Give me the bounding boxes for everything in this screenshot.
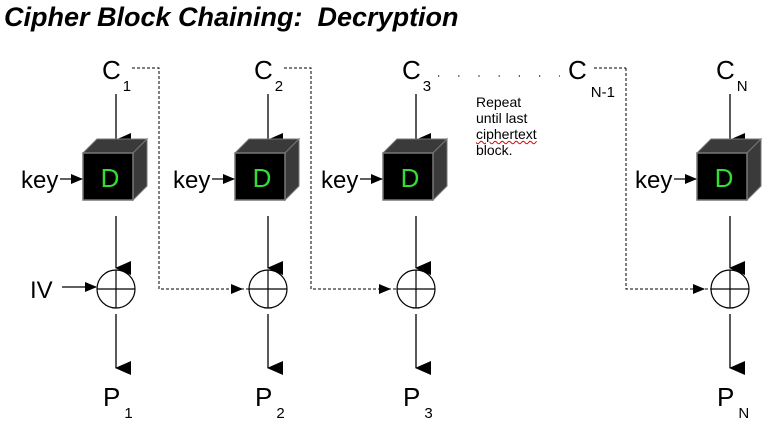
note-line: until last	[476, 110, 528, 126]
ciphertext-label: C1	[102, 55, 131, 95]
decrypt-box-letter: D	[101, 163, 120, 193]
ciphertext-label-main: C	[102, 55, 121, 85]
plaintext-label-main: P	[255, 382, 272, 412]
decrypt-box-letter: D	[401, 163, 420, 193]
ciphertext-label-subscript: 3	[423, 78, 431, 95]
chaining-link	[625, 68, 711, 290]
ciphertext-label-main: C	[716, 55, 735, 85]
ciphertext-label-n-minus-1-main: C	[568, 55, 587, 85]
ciphertext-label-main: C	[254, 55, 273, 85]
ciphertext-label-n-minus-1: CN-1	[568, 55, 615, 101]
diagram-title: Cipher Block Chaining: Decryption	[4, 2, 459, 32]
ciphertext-label: C2	[254, 55, 283, 95]
plaintext-label-subscript: 1	[124, 405, 132, 422]
plaintext-label: P3	[403, 382, 433, 422]
key-label: key	[635, 167, 672, 194]
decrypt-box	[82, 152, 134, 201]
ciphertext-label: C3	[402, 55, 431, 95]
plaintext-label-main: P	[403, 382, 420, 412]
plaintext-label-subscript: N	[738, 405, 749, 422]
note-line: block.	[476, 142, 513, 158]
decrypt-box	[234, 152, 286, 201]
plaintext-label: P2	[255, 382, 285, 422]
ciphertext-label-subscript: 1	[123, 78, 131, 95]
note-line: ciphertext	[476, 126, 537, 142]
decrypt-box	[696, 152, 748, 201]
ciphertext-label-main: C	[402, 55, 421, 85]
iv-label: IV	[30, 277, 53, 304]
plaintext-label-subscript: 3	[424, 405, 432, 422]
decrypt-box-letter: D	[715, 163, 734, 193]
note-line: Repeat	[476, 94, 522, 110]
plaintext-label: P1	[103, 382, 133, 422]
ciphertext-label-n-minus-1-subscript: N-1	[591, 84, 615, 101]
plaintext-label-main: P	[717, 382, 734, 412]
ciphertext-label-subscript: 2	[275, 78, 283, 95]
chaining-link	[284, 67, 397, 290]
repeat-note: Repeat until last ciphertext block.	[476, 94, 537, 158]
decrypt-box-letter: D	[253, 163, 272, 193]
plaintext-label-main: P	[103, 382, 120, 412]
key-label: key	[21, 167, 58, 194]
ciphertext-label: CN	[716, 55, 748, 95]
key-label: key	[321, 167, 358, 194]
decrypt-box	[382, 152, 434, 201]
ciphertext-label-subscript: N	[737, 78, 748, 95]
plaintext-label-subscript: 2	[276, 405, 284, 422]
key-label: key	[173, 167, 210, 194]
plaintext-label: PN	[717, 382, 749, 422]
chaining-link	[132, 67, 249, 290]
